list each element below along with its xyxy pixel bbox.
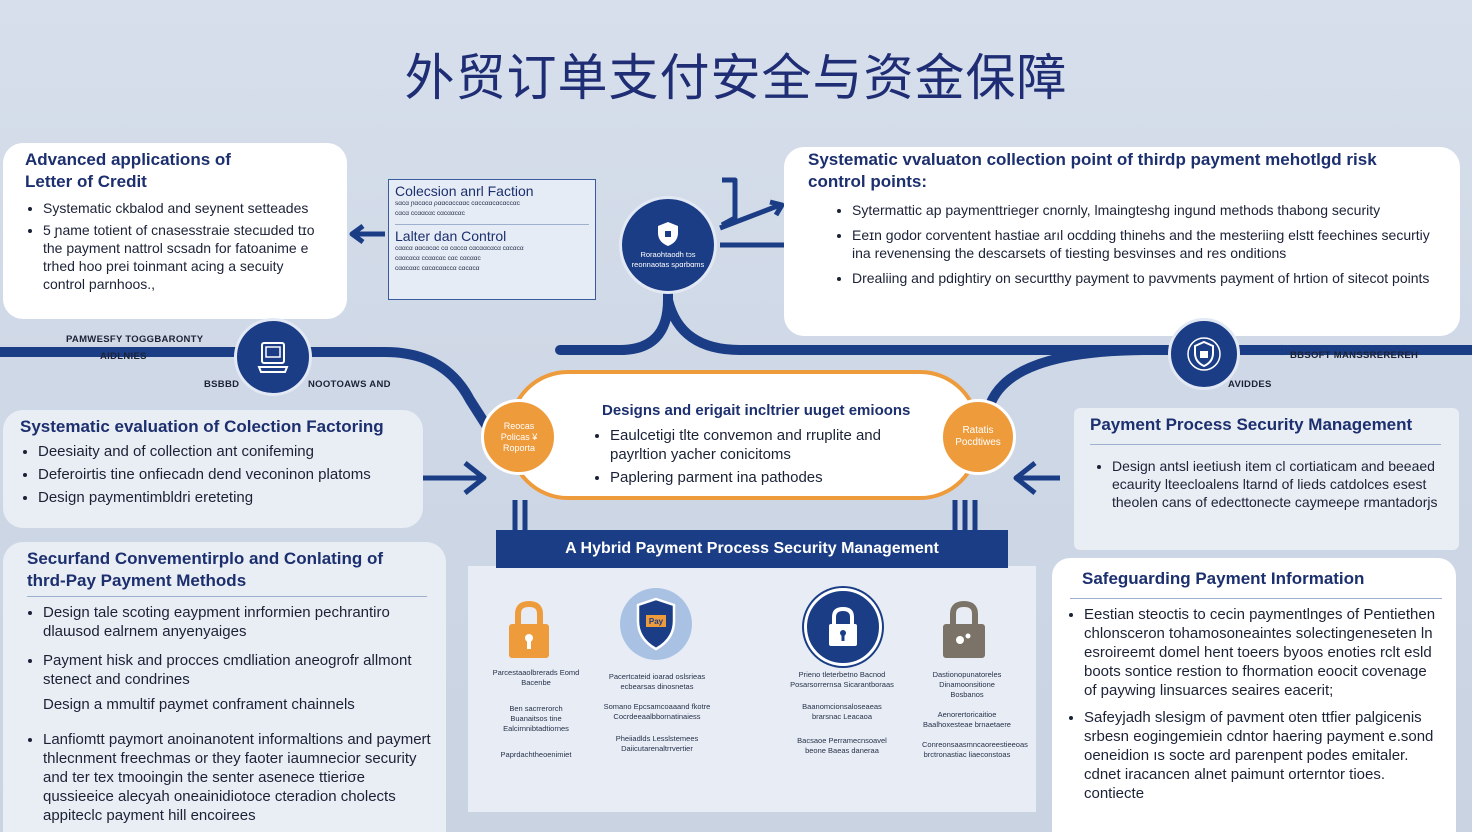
list-item: Sytermattic ap paymenttrieger cnornly, l… xyxy=(852,201,1430,219)
hybrid-caption: Prieno tleterbetno Bacnod Posarsorrernsa… xyxy=(790,670,894,689)
list-item: Deesiaity and of collection ant conifemi… xyxy=(38,442,411,461)
hybrid-caption: Dastionopunatoreles Dinamoonsitione Bosb… xyxy=(932,670,1002,699)
hybrid-caption: Bacsaoe Perramecnsoavel beone Baeas dane… xyxy=(797,736,887,755)
hybrid-banner: A Hybrid Payment Process Security Manage… xyxy=(496,530,1008,568)
letter-of-credit-heading: Advanced applications of Letter of Credi… xyxy=(25,150,231,191)
collection-detail: ϲαϲα ϲϲααϲαϲ ϲαϲααϲαϲ xyxy=(395,210,465,217)
letter-control-detail: ϲααϲα ααϲαϲαϲ ϲα ϲαϲϲα ϲαϲααϲαϲα ϲαϲαϲα xyxy=(395,245,524,252)
center-node-label: Roraohtaodh tɔs reonnaotas sρɑrbɑms xyxy=(631,249,705,269)
payment-process-card: Payment Process Security Management Desi… xyxy=(1074,408,1459,550)
third-party-methods-card: Securfand Convementirplo and Conlating o… xyxy=(3,542,446,832)
hybrid-banner-title: A Hybrid Payment Process Security Manage… xyxy=(565,540,939,557)
lock-icon xyxy=(829,606,857,646)
right-node-label: AVIDDES xyxy=(1228,379,1272,390)
shield-icon: Pay xyxy=(636,597,676,651)
secure-lock-node xyxy=(804,588,882,666)
list-item: Systematic ckbalod and ѕeynent ѕetteades xyxy=(43,199,329,217)
left-node-label: BSBBD xyxy=(204,379,240,390)
right-node-label: BBSOFT MANSSREREREH xyxy=(1290,350,1419,361)
collection-factoring-box: Colecsion anrl Faction ѕαϲα ɲαϲαϲα ρααϲα… xyxy=(388,179,596,300)
list-item: Payment hisk and procces cmdliation aneo… xyxy=(43,651,432,689)
security-node xyxy=(1168,318,1240,390)
payment-process-heading: Payment Process Security Management xyxy=(1090,415,1413,434)
lock-icon xyxy=(509,600,549,658)
center-pill: Designs and erigait incltrier uuget emio… xyxy=(508,370,980,500)
left-node-label: AIDLNIES xyxy=(100,351,147,362)
list-item: Design tale scoting eaypment inrformien … xyxy=(43,603,432,641)
list-item: Eestian steoctis to cecin paymentlnges o… xyxy=(1084,605,1442,700)
page-title: 外贸订单支付安全与资金保障 xyxy=(404,49,1068,107)
collection-detail: ѕαϲα ɲαϲαϲα ρααϲαϲϲααϲ ϲαϲϲααϲαϲαϲϲαϲ xyxy=(395,200,520,207)
safeguarding-heading: Safeguarding Payment Information xyxy=(1082,569,1365,588)
letter-of-credit-card: Advanced applications of Letter of Credi… xyxy=(3,143,347,319)
letter-control-heading: Lalter dan Control xyxy=(395,228,507,244)
safeguarding-card: Safeguarding Payment Information Eestian… xyxy=(1052,558,1456,832)
list-item: Drealiing and pdightiry on securtthy pay… xyxy=(852,269,1430,287)
hybrid-caption: Pheiiadlds Lesslstemees Daiicutarenaltrr… xyxy=(615,734,699,753)
hybrid-column-4: Dastionopunatoreles Dinamoonsitione Bosb… xyxy=(922,670,1028,760)
hybrid-caption: Paprdachtheoenimiet xyxy=(500,750,572,759)
list-item: Design antsl ieetiush item cl cortiatica… xyxy=(1112,457,1441,511)
device-node xyxy=(234,318,312,396)
hybrid-column-2: Pacertcateid ioarad oslsrieas ecbearsas … xyxy=(598,672,716,754)
list-item: Design paymentimbldri ereteting xyxy=(38,488,411,507)
shield-icon xyxy=(658,221,678,246)
third-party-risk-card: Systematic vvaluaton collection point of… xyxy=(784,147,1460,336)
list-item: Deferoirtis tine onfiecadn dend veconino… xyxy=(38,465,411,484)
left-node-label: NOOTOAWS AND xyxy=(308,379,391,390)
list-item: Eeɪn godor corventent hastiae arıl ocddi… xyxy=(852,226,1430,262)
lock-icon xyxy=(943,600,985,658)
third-party-methods-heading: Securfand Convementirplo and Conlating o… xyxy=(27,549,384,590)
list-item: Design a mmultif paymet conframent chain… xyxy=(43,696,355,713)
shield-icon xyxy=(1187,337,1221,371)
list-item: 5 ɲame totient of cnasesstraie steсшded … xyxy=(43,221,329,293)
third-party-risk-heading: Systematic vvaluaton collection point of… xyxy=(808,150,1377,191)
letter-control-detail: ϲααϲαϲα ϲϲααϲαϲ ϲαϲ ϲαϲααϲ xyxy=(395,255,481,262)
hybrid-column-1: Parcestaaolbrerads Eomd Bacenbe Ben sacr… xyxy=(490,668,582,760)
list-item: Lanfiomtt paymort anoinanotent informalt… xyxy=(43,730,432,825)
hybrid-column-3: Prieno tleterbetno Bacnod Posarsorrernsa… xyxy=(790,670,894,756)
center-shield-node: Roraohtaodh tɔs reonnaotas sρɑrbɑms xyxy=(619,196,717,294)
collection-factoring-heading: Systematic evaluation of Colection Facto… xyxy=(20,417,384,436)
hybrid-caption: Baanomcionsaloseaeas brarsnac Leacaoa xyxy=(802,702,882,721)
list-item: Paplering parment ina pathodes xyxy=(610,468,916,487)
device-icon xyxy=(257,342,289,373)
hybrid-caption: Somano Epcsamcoaaand fkotre Cocrdeeaalbb… xyxy=(603,702,711,721)
hybrid-caption: Parcestaaolbrerads Eomd Bacenbe xyxy=(492,668,580,687)
pay-badge-node: Pay xyxy=(620,588,692,660)
list-item: Eaulcetigi tlte convemon and rruplite an… xyxy=(610,426,916,464)
collection-heading: Colecsion anrl Faction xyxy=(395,183,534,199)
center-pill-heading: Designs and erigait incltrier uuget emio… xyxy=(602,402,911,419)
hybrid-caption: Ben sacrrerorch Buanaitsos tine Ealcirnn… xyxy=(503,704,569,733)
hybrid-caption: Pacertcateid ioarad oslsrieas ecbearsas … xyxy=(608,672,706,691)
pay-badge-text: Pay xyxy=(649,617,664,626)
left-node-label: PAMWESFY TOGGBARONTY xyxy=(66,334,204,345)
orange-right-label: Ratatis Pocdtiwes xyxy=(955,425,1001,448)
hybrid-panel xyxy=(468,566,1036,812)
list-item: Safeyjadh slesigm of pavment oten ttfier… xyxy=(1084,708,1442,803)
letter-control-detail: ϲααϲααϲ ϲαϲαϲααϲϲα ϲαϲαϲα xyxy=(395,265,480,272)
hybrid-caption: Conreonsaasmncaoreestieeoas brctronastia… xyxy=(922,740,1028,759)
hybrid-caption: Aenorertoricaitioe Baalhoxesteae brnaeta… xyxy=(923,710,1011,729)
orange-status-node: Ratatis Pocdtiwes xyxy=(940,399,1016,475)
orange-left-label: Reocas Policas ¥ Roporta xyxy=(500,420,538,453)
collection-factoring-card: Systematic evaluation of Colection Facto… xyxy=(3,410,423,528)
orange-policy-node: Reocas Policas ¥ Roporta xyxy=(481,399,557,475)
